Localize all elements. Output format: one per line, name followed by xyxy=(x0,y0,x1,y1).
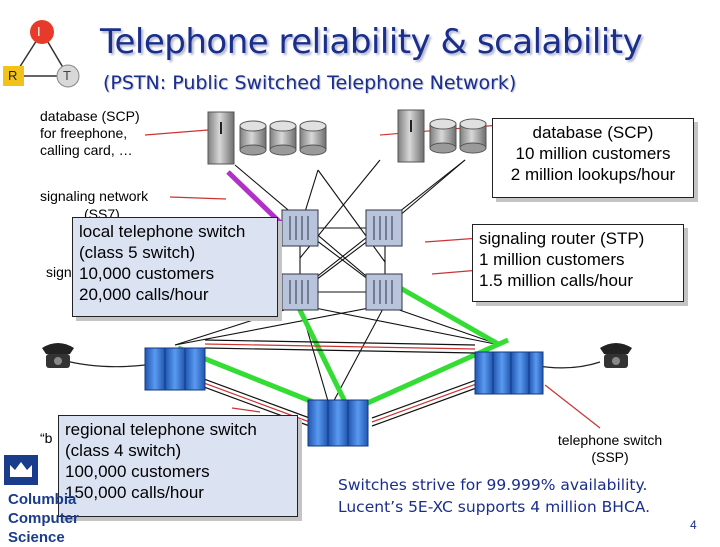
signaling-network-label: signaling network xyxy=(40,188,149,204)
telephone-switches xyxy=(144,347,544,447)
scp-databases-right xyxy=(397,109,487,163)
ssp-label: telephone switch (SSP) xyxy=(557,432,663,465)
b-partial-label: “b xyxy=(40,430,53,446)
logo-letter-i: I xyxy=(37,24,41,39)
signaling-partial-label: sign xyxy=(46,264,72,280)
footer-text: Switches strive for 99.999% availability… xyxy=(338,476,651,516)
irt-logo xyxy=(3,20,80,88)
scp-link xyxy=(226,170,292,234)
telephone-icon-left xyxy=(42,343,74,368)
stp-callout: signaling router (STP) 1 million custome… xyxy=(472,224,684,302)
telephone-icon-right xyxy=(600,343,632,368)
logo-letter-r: R xyxy=(8,68,18,83)
slide-subtitle: (PSTN: Public Switched Telephone Network… xyxy=(103,72,517,94)
slide-title: Telephone reliability & scalability xyxy=(100,22,643,62)
stp-routers xyxy=(281,209,403,311)
logo-letter-t: T xyxy=(63,68,71,83)
scp-left-label: database (SCP) for freephone, calling ca… xyxy=(40,108,140,158)
local-switch-callout: local telephone switch (class 5 switch) … xyxy=(72,217,278,317)
columbia-brand-text: Columbia Computer Science xyxy=(8,491,79,546)
columbia-crown-logo xyxy=(4,455,38,485)
regional-switch-callout: regional telephone switch (class 4 switc… xyxy=(58,415,298,517)
phone-cord-left xyxy=(61,359,146,368)
scp-databases-left xyxy=(207,111,327,165)
scp-callout: database (SCP) 10 million customers 2 mi… xyxy=(492,118,694,198)
page-number: 4 xyxy=(690,518,697,532)
